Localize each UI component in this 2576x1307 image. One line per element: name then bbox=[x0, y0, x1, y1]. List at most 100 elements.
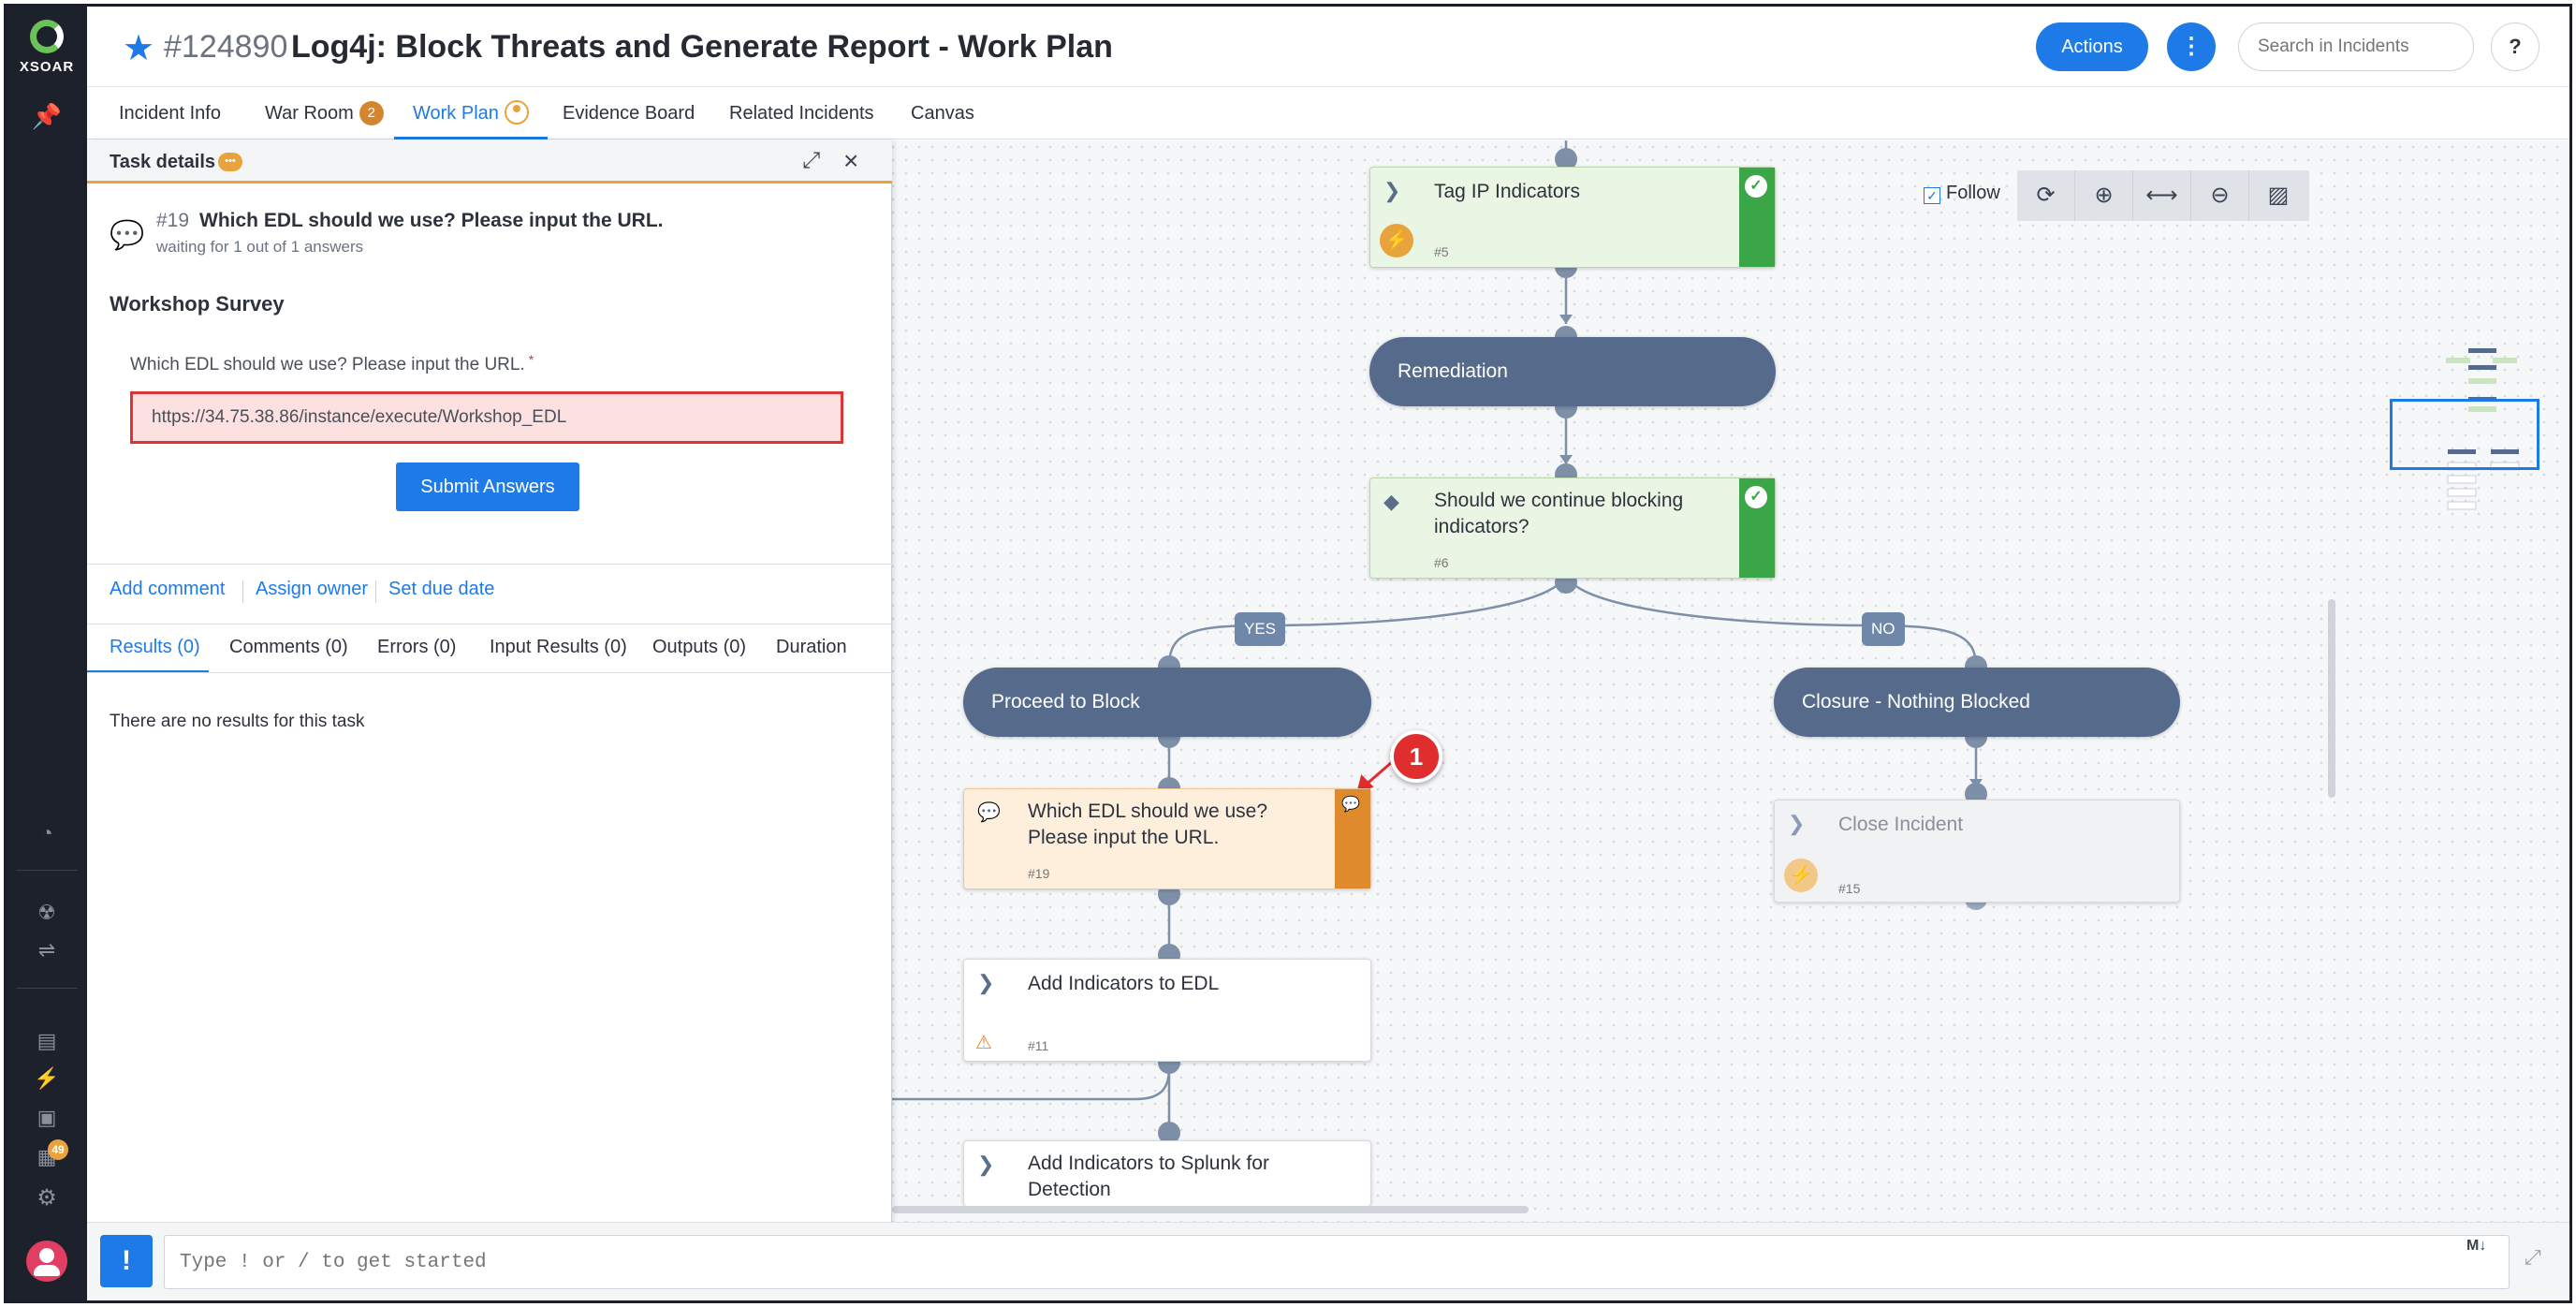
page-title: Log4j: Block Threats and Generate Report… bbox=[291, 29, 1113, 65]
check-icon: ✓ bbox=[1745, 486, 1767, 508]
logo-mark-icon bbox=[30, 20, 64, 53]
section-node-remediation[interactable]: Remediation bbox=[1369, 337, 1776, 406]
question-label: Which EDL should we use? Please input th… bbox=[130, 352, 534, 375]
tab-input-results[interactable]: Input Results (0) bbox=[490, 637, 627, 657]
tab-duration[interactable]: Duration bbox=[776, 637, 847, 657]
marketplace-icon[interactable]: ▣ bbox=[37, 1106, 57, 1129]
empty-results-message: There are no results for this task bbox=[110, 712, 365, 731]
user-icon bbox=[504, 100, 529, 125]
tab-label: Canvas bbox=[911, 103, 974, 124]
tab-label: Work Plan bbox=[413, 103, 499, 124]
submit-answers-button[interactable]: Submit Answers bbox=[396, 463, 579, 511]
node-title: Add Indicators to EDL bbox=[1028, 973, 1220, 994]
required-marker: * bbox=[528, 352, 534, 367]
divider bbox=[87, 672, 892, 673]
task-node-which-edl[interactable]: 💬 Which EDL should we use? Please input … bbox=[963, 788, 1371, 889]
chevron-right-icon: ❯ bbox=[977, 971, 995, 994]
section-node-proceed-to-block[interactable]: Proceed to Block bbox=[963, 668, 1371, 737]
condition-label-no[interactable]: NO bbox=[1862, 612, 1905, 646]
add-comment-link[interactable]: Add comment bbox=[110, 579, 226, 599]
canvas-toolbar: ⟳ ⊕ ⟷ ⊖ ▨ bbox=[2017, 170, 2309, 221]
tab-related-incidents[interactable]: Related Incidents bbox=[729, 87, 874, 140]
pin-icon[interactable]: 📌 bbox=[31, 102, 63, 130]
help-button[interactable]: ? bbox=[2491, 22, 2539, 71]
expand-icon[interactable]: ⤢ bbox=[2525, 1245, 2541, 1269]
tab-label: Incident Info bbox=[119, 103, 221, 124]
more-options-button[interactable]: ⋮ bbox=[2167, 22, 2216, 71]
xsoar-logo[interactable]: XSOAR bbox=[7, 16, 87, 75]
command-bar: ! M↓ ⤢ bbox=[87, 1222, 2569, 1300]
horizontal-scrollbar[interactable] bbox=[892, 1206, 1529, 1213]
node-title: Should we continue blocking indicators? bbox=[1434, 490, 1684, 537]
tab-results[interactable]: Results (0) bbox=[110, 637, 200, 657]
automation-icon[interactable]: ⚡ bbox=[34, 1066, 60, 1090]
jobs-icon[interactable]: ⇌ bbox=[37, 938, 56, 962]
question-text: Which EDL should we use? Please input th… bbox=[130, 355, 525, 374]
command-input[interactable] bbox=[164, 1235, 2510, 1289]
task-node-add-indicators-edl[interactable]: ❯ Add Indicators to EDL ⚠ #11 bbox=[963, 959, 1371, 1062]
assign-owner-link[interactable]: Assign owner bbox=[256, 579, 369, 599]
task-node-close-incident[interactable]: ❯ Close Incident ⚡ #15 bbox=[1774, 800, 2180, 903]
command-trigger-button[interactable]: ! bbox=[100, 1235, 153, 1287]
tab-errors[interactable]: Errors (0) bbox=[377, 637, 457, 657]
playbooks-icon[interactable]: ▤ bbox=[37, 1029, 57, 1052]
minimap-viewport[interactable] bbox=[2390, 399, 2539, 470]
condition-label-yes[interactable]: YES bbox=[1235, 612, 1286, 646]
completed-status-strip: ✓ bbox=[1739, 168, 1775, 267]
zoom-in-icon[interactable]: ⊕ bbox=[2075, 170, 2133, 221]
fit-width-icon[interactable]: ⟷ bbox=[2133, 170, 2191, 221]
set-due-date-link[interactable]: Set due date bbox=[388, 579, 495, 599]
completed-status-strip: ✓ bbox=[1739, 478, 1775, 578]
automation-bolt-icon: ⚡ bbox=[1784, 859, 1818, 892]
comment-icon: 💬 bbox=[1341, 797, 1360, 813]
incidents-icon[interactable]: ☢ bbox=[37, 901, 56, 924]
section-node-closure-nothing-blocked[interactable]: Closure - Nothing Blocked bbox=[1774, 668, 2180, 737]
search-input[interactable] bbox=[2238, 22, 2474, 71]
zoom-out-icon[interactable]: ⊖ bbox=[2191, 170, 2249, 221]
task-details-panel: Task details ••• ⤢ × 💬 #19 Which EDL sho… bbox=[87, 140, 892, 1222]
close-icon[interactable]: × bbox=[843, 146, 859, 175]
task-node-add-indicators-splunk[interactable]: ❯ Add Indicators to Splunk for Detection bbox=[963, 1140, 1371, 1206]
expand-icon[interactable]: ⤢ bbox=[802, 148, 821, 173]
check-icon: ✓ bbox=[1745, 175, 1767, 198]
link-separator bbox=[242, 580, 243, 603]
markdown-icon[interactable]: M↓ bbox=[2466, 1238, 2487, 1254]
node-title: Tag IP Indicators bbox=[1434, 181, 1581, 202]
user-avatar[interactable] bbox=[26, 1241, 67, 1282]
node-title: Add Indicators to Splunk for Detection bbox=[1028, 1153, 1269, 1200]
left-nav: XSOAR 📌 ◔ ☢ ⇌ ▤ ⚡ ▣ ▦ 49 ⚙ bbox=[7, 7, 87, 1300]
active-tab-indicator bbox=[87, 670, 209, 673]
refresh-icon[interactable]: ⟳ bbox=[2017, 170, 2075, 221]
automation-bolt-icon: ⚡ bbox=[1380, 224, 1413, 257]
logo-text: XSOAR bbox=[19, 59, 75, 75]
node-title: Close Incident bbox=[1838, 814, 1964, 835]
task-node-tag-ip-indicators[interactable]: ❯ Tag IP Indicators ⚡ #5 ✓ bbox=[1369, 167, 1776, 268]
tab-incident-info[interactable]: Incident Info bbox=[119, 87, 221, 140]
tab-evidence-board[interactable]: Evidence Board bbox=[563, 87, 695, 140]
follow-checkbox[interactable]: ✓Follow bbox=[1924, 183, 2000, 204]
dashboard-icon[interactable]: ◔ bbox=[40, 821, 53, 844]
edl-url-input[interactable] bbox=[130, 391, 843, 444]
settings-icon[interactable]: ⚙ bbox=[37, 1185, 57, 1211]
incident-id: #124890 bbox=[164, 29, 288, 65]
star-icon[interactable]: ★ bbox=[123, 29, 155, 68]
tab-canvas[interactable]: Canvas bbox=[911, 87, 974, 140]
nav-separator bbox=[16, 988, 78, 989]
diamond-icon: ◆ bbox=[1383, 490, 1399, 513]
vertical-scrollbar[interactable] bbox=[2328, 599, 2335, 798]
checkbox-checked-icon: ✓ bbox=[1924, 187, 1940, 204]
task-status: waiting for 1 out of 1 answers bbox=[156, 238, 364, 256]
node-number: #5 bbox=[1434, 244, 1449, 259]
tab-comments[interactable]: Comments (0) bbox=[229, 637, 348, 657]
app-window: XSOAR 📌 ◔ ☢ ⇌ ▤ ⚡ ▣ ▦ 49 ⚙ ★ #124890 Log… bbox=[4, 4, 2572, 1303]
tab-outputs[interactable]: Outputs (0) bbox=[652, 637, 747, 657]
tab-work-plan[interactable]: Work Plan bbox=[394, 87, 548, 140]
actions-button[interactable]: Actions bbox=[2036, 22, 2148, 71]
annotation-marker: 1 bbox=[1390, 730, 1442, 783]
condition-node-continue-blocking[interactable]: ◆ Should we continue blocking indicators… bbox=[1369, 477, 1776, 579]
image-export-icon[interactable]: ▨ bbox=[2267, 183, 2290, 208]
comment-bubble-icon: ••• bbox=[218, 153, 242, 171]
integrations-icon[interactable]: ▦ bbox=[37, 1145, 57, 1168]
node-number: #15 bbox=[1838, 881, 1861, 896]
